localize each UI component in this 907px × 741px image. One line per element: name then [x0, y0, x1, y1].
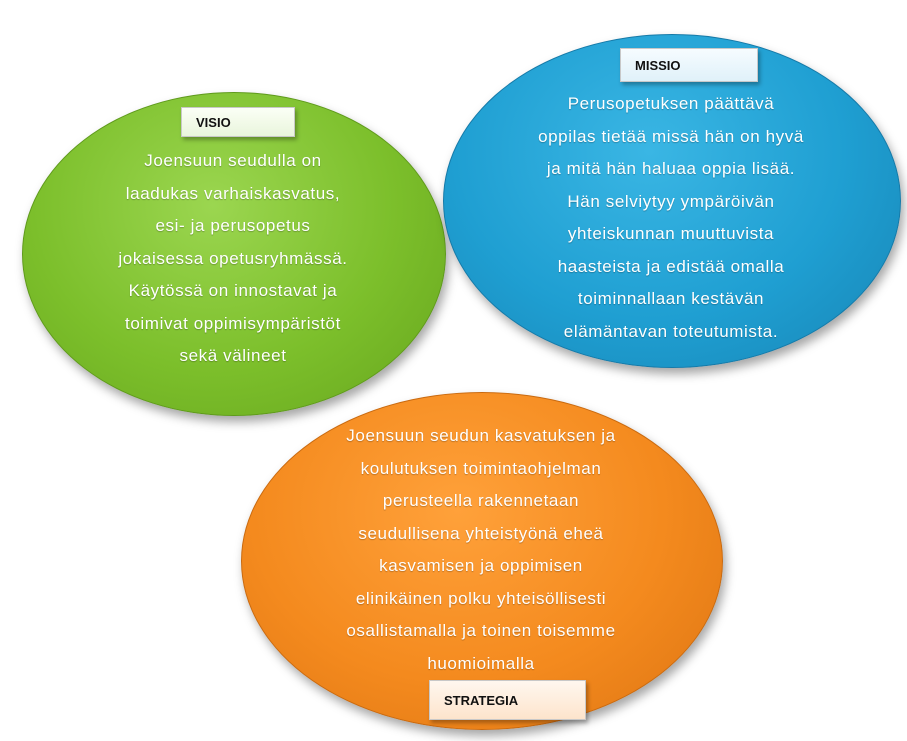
missio-label: MISSIO [620, 48, 758, 82]
strategia-label: STRATEGIA [429, 680, 586, 720]
visio-text: Joensuun seudulla on laadukas varhaiskas… [118, 151, 348, 365]
missio-ellipse [443, 34, 901, 368]
missio-text: Perusopetuksen päättävä oppilas tietää m… [538, 94, 804, 341]
strategia-ellipse [241, 392, 723, 730]
visio-label: VISIO [181, 107, 295, 137]
visio-ellipse [22, 92, 446, 416]
strategia-text: Joensuun seudun kasvatuksen ja koulutuks… [346, 426, 616, 673]
